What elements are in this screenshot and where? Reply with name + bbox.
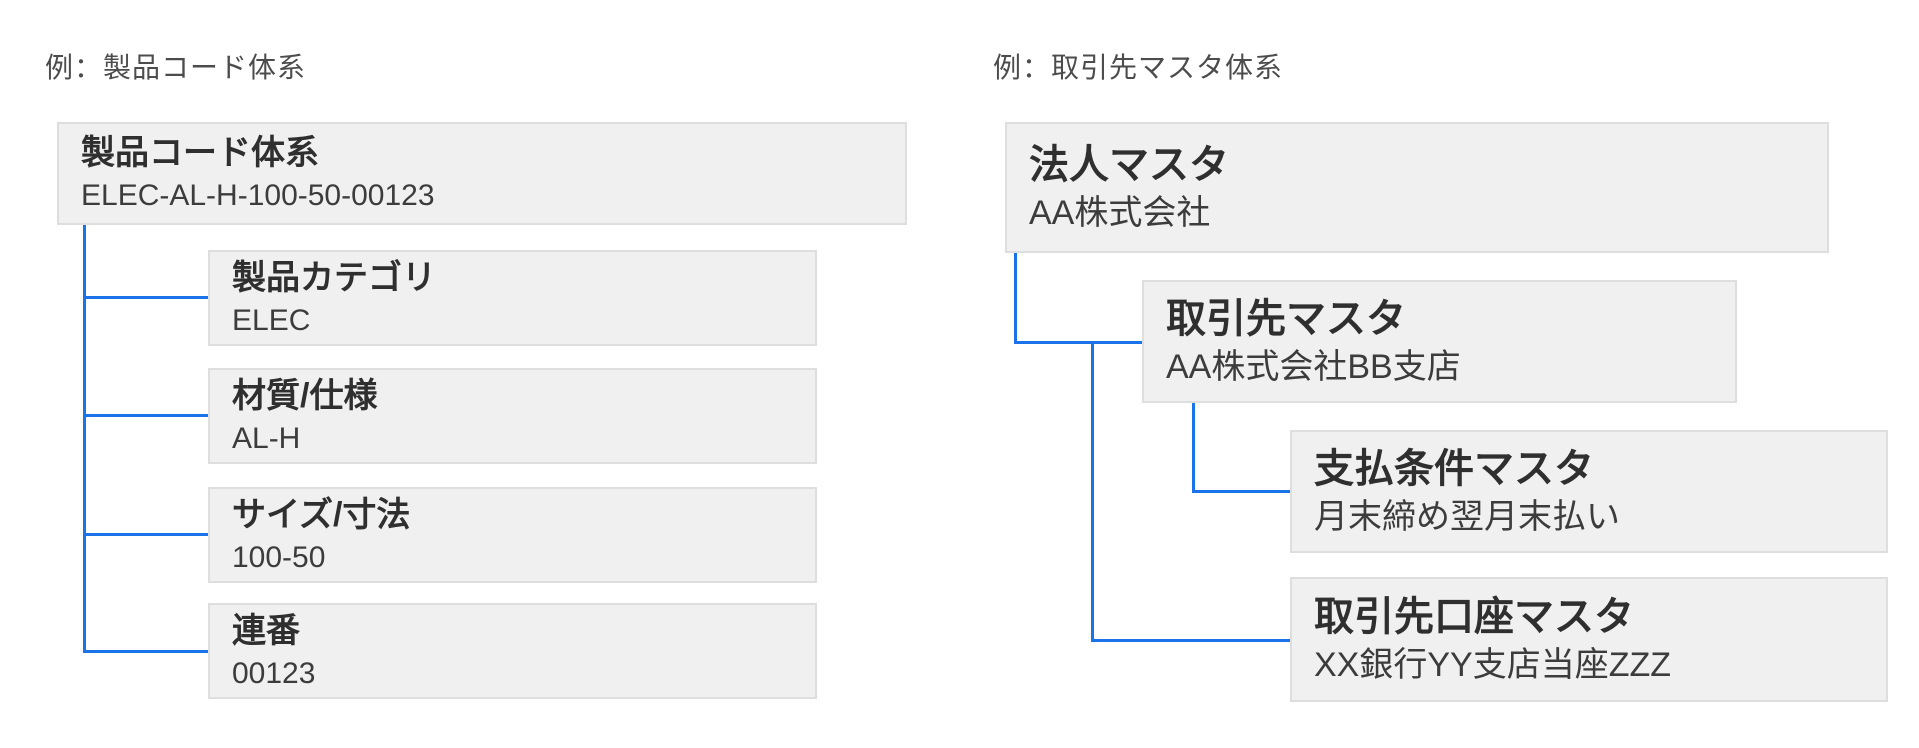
node-serial-number: 連番 00123 [208,603,817,699]
node-value: AL-H [232,421,301,455]
node-partner-account-master: 取引先口座マスタ XX銀行YY支店当座ZZZ [1290,577,1888,702]
node-corporate-master: 法人マスタ AA株式会社 [1005,122,1829,253]
node-value: AA株式会社 [1029,194,1211,233]
node-payment-terms-master: 支払条件マスタ 月末締め翌月末払い [1290,430,1888,553]
connector-line [83,533,208,536]
node-title: 連番 [232,611,300,650]
node-title: 製品コード体系 [81,134,319,173]
node-title: サイズ/寸法 [232,495,411,534]
connector-line [83,296,208,299]
node-title: 製品カテゴリ [232,258,436,297]
node-partner-master: 取引先マスタ AA株式会社BB支店 [1142,280,1737,403]
node-title: 法人マスタ [1029,143,1229,188]
connector-line [1091,341,1094,642]
node-value: 00123 [232,656,316,690]
node-size-dimension: サイズ/寸法 100-50 [208,487,817,583]
node-product-code-root: 製品コード体系 ELEC-AL-H-100-50-00123 [57,122,907,225]
node-value: XX銀行YY支店当座ZZZ [1314,646,1672,685]
connector-line [83,225,86,653]
node-product-category: 製品カテゴリ ELEC [208,250,817,346]
connector-line [1192,403,1195,493]
connector-line [1014,253,1017,344]
node-value: ELEC [232,303,311,337]
left-section-label: 例：製品コード体系 [45,52,307,83]
node-value: ELEC-AL-H-100-50-00123 [81,179,435,213]
node-title: 支払条件マスタ [1314,447,1594,492]
node-value: 100-50 [232,540,326,574]
connector-line [1014,341,1142,344]
node-value: 月末締め翌月末払い [1314,498,1620,537]
node-title: 材質/仕様 [232,376,378,415]
node-value: AA株式会社BB支店 [1166,348,1461,387]
connector-line [83,414,208,417]
node-title: 取引先口座マスタ [1314,595,1634,640]
connector-line [1091,639,1290,642]
node-material-spec: 材質/仕様 AL-H [208,368,817,464]
right-section-label: 例：取引先マスタ体系 [993,52,1284,83]
connector-line [1192,490,1290,493]
connector-line [83,650,208,653]
node-title: 取引先マスタ [1166,297,1406,342]
